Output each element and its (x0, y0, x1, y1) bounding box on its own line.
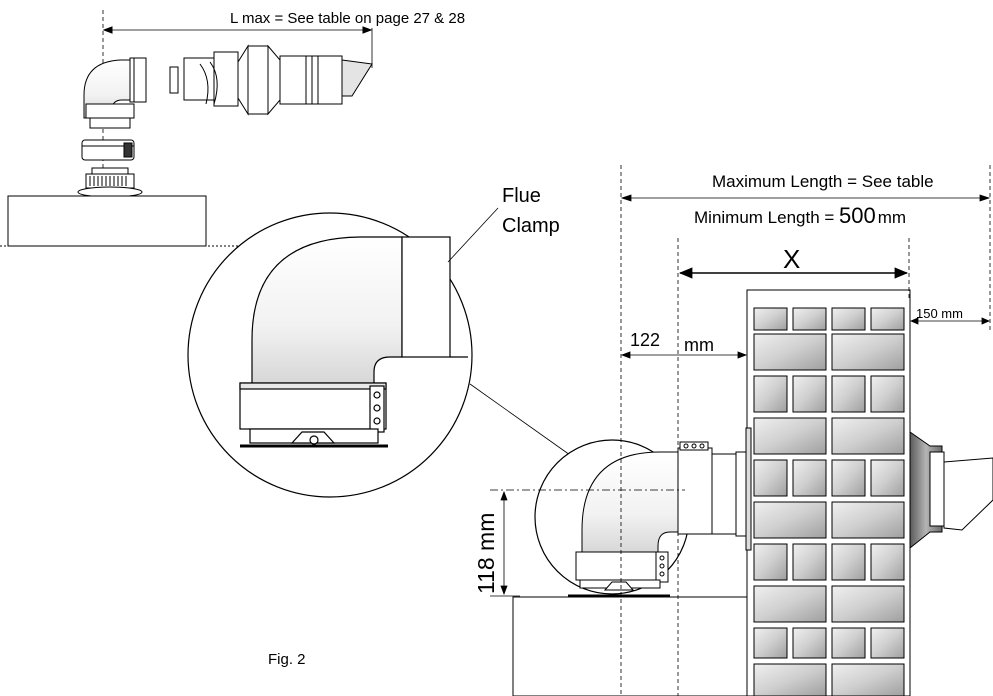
dim-150-label: 150 mm (916, 306, 963, 321)
dimension-lines (490, 165, 991, 696)
minimum-length-prefix: Minimum Length = (694, 208, 839, 227)
maximum-length-label: Maximum Length = See table (712, 172, 934, 191)
dim-122-unit: mm (684, 335, 714, 355)
minimum-length-value: 500 (839, 203, 876, 228)
x-dimension-label: X (783, 244, 800, 274)
exploded-flue-assembly (0, 10, 373, 247)
clamp-label: Clamp (502, 215, 560, 237)
dim-118-label: 118 mm (473, 513, 499, 594)
dim-122-value: 122 (630, 330, 660, 350)
installed-flue-section (512, 427, 993, 696)
figure-caption: Fig. 2 (268, 651, 306, 668)
brick-wall (746, 289, 911, 696)
flue-clamp-magnified-view (187, 207, 571, 498)
flue-label: Flue (502, 185, 541, 207)
l-max-label: L max = See table on page 27 & 28 (230, 10, 465, 27)
minimum-length-unit: mm (878, 208, 906, 227)
